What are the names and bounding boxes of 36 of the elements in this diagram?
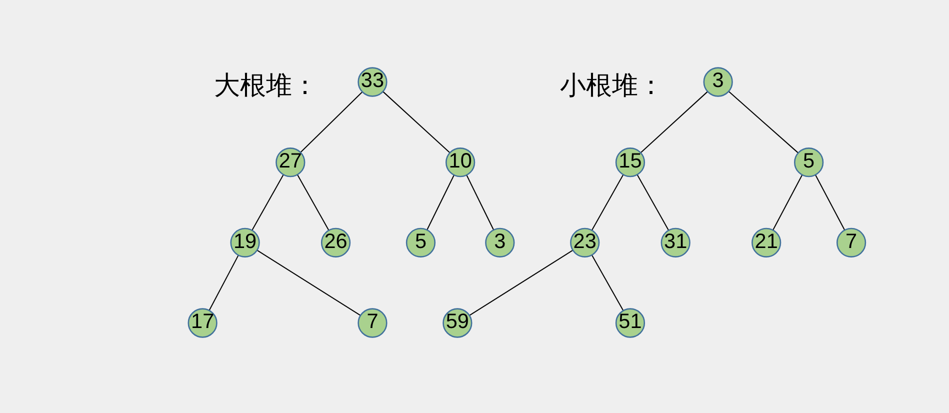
tree-edge-line bbox=[252, 174, 284, 231]
tree-edge-line bbox=[814, 174, 846, 230]
tree-edge-line bbox=[728, 91, 799, 154]
heap-type-label: 小根堆： bbox=[560, 71, 664, 101]
tree-node: 5 bbox=[406, 228, 436, 258]
tree-node: 15 bbox=[615, 148, 646, 178]
tree-node: 21 bbox=[752, 228, 782, 258]
tree-node: 17 bbox=[188, 308, 218, 338]
tree-node: 31 bbox=[660, 228, 690, 258]
tree-node: 33 bbox=[358, 67, 388, 97]
tree-edge-line bbox=[636, 174, 670, 231]
heap-type-label: 大根堆： bbox=[214, 71, 318, 101]
tree-node: 10 bbox=[446, 148, 476, 178]
tree-edge-line bbox=[772, 174, 803, 230]
tree-node: 26 bbox=[320, 228, 351, 258]
tree-edge-line bbox=[591, 174, 624, 231]
tree-node: 59 bbox=[442, 308, 472, 338]
tree-node: 7 bbox=[358, 308, 388, 338]
tree-node: 19 bbox=[230, 228, 260, 258]
tree-node: 5 bbox=[794, 148, 824, 178]
tree-node: 3 bbox=[703, 67, 733, 97]
tree-edge-line bbox=[256, 250, 361, 316]
tree-node: 3 bbox=[485, 228, 515, 258]
tree-edge-line bbox=[466, 174, 494, 230]
tree-node: 51 bbox=[615, 308, 646, 338]
tree-edge-line bbox=[469, 250, 574, 316]
tree-node: 7 bbox=[836, 228, 866, 258]
tree-node: 23 bbox=[570, 228, 600, 258]
tree-edge-line bbox=[382, 91, 450, 154]
tree-node: 27 bbox=[276, 148, 306, 178]
tree-edge-line bbox=[296, 174, 330, 231]
tree-edge-line bbox=[426, 174, 455, 230]
tree-edge-line bbox=[300, 92, 363, 153]
tree-edge-line bbox=[208, 254, 239, 311]
tree-edge-line bbox=[640, 91, 708, 154]
tree-edge-line bbox=[591, 254, 624, 311]
